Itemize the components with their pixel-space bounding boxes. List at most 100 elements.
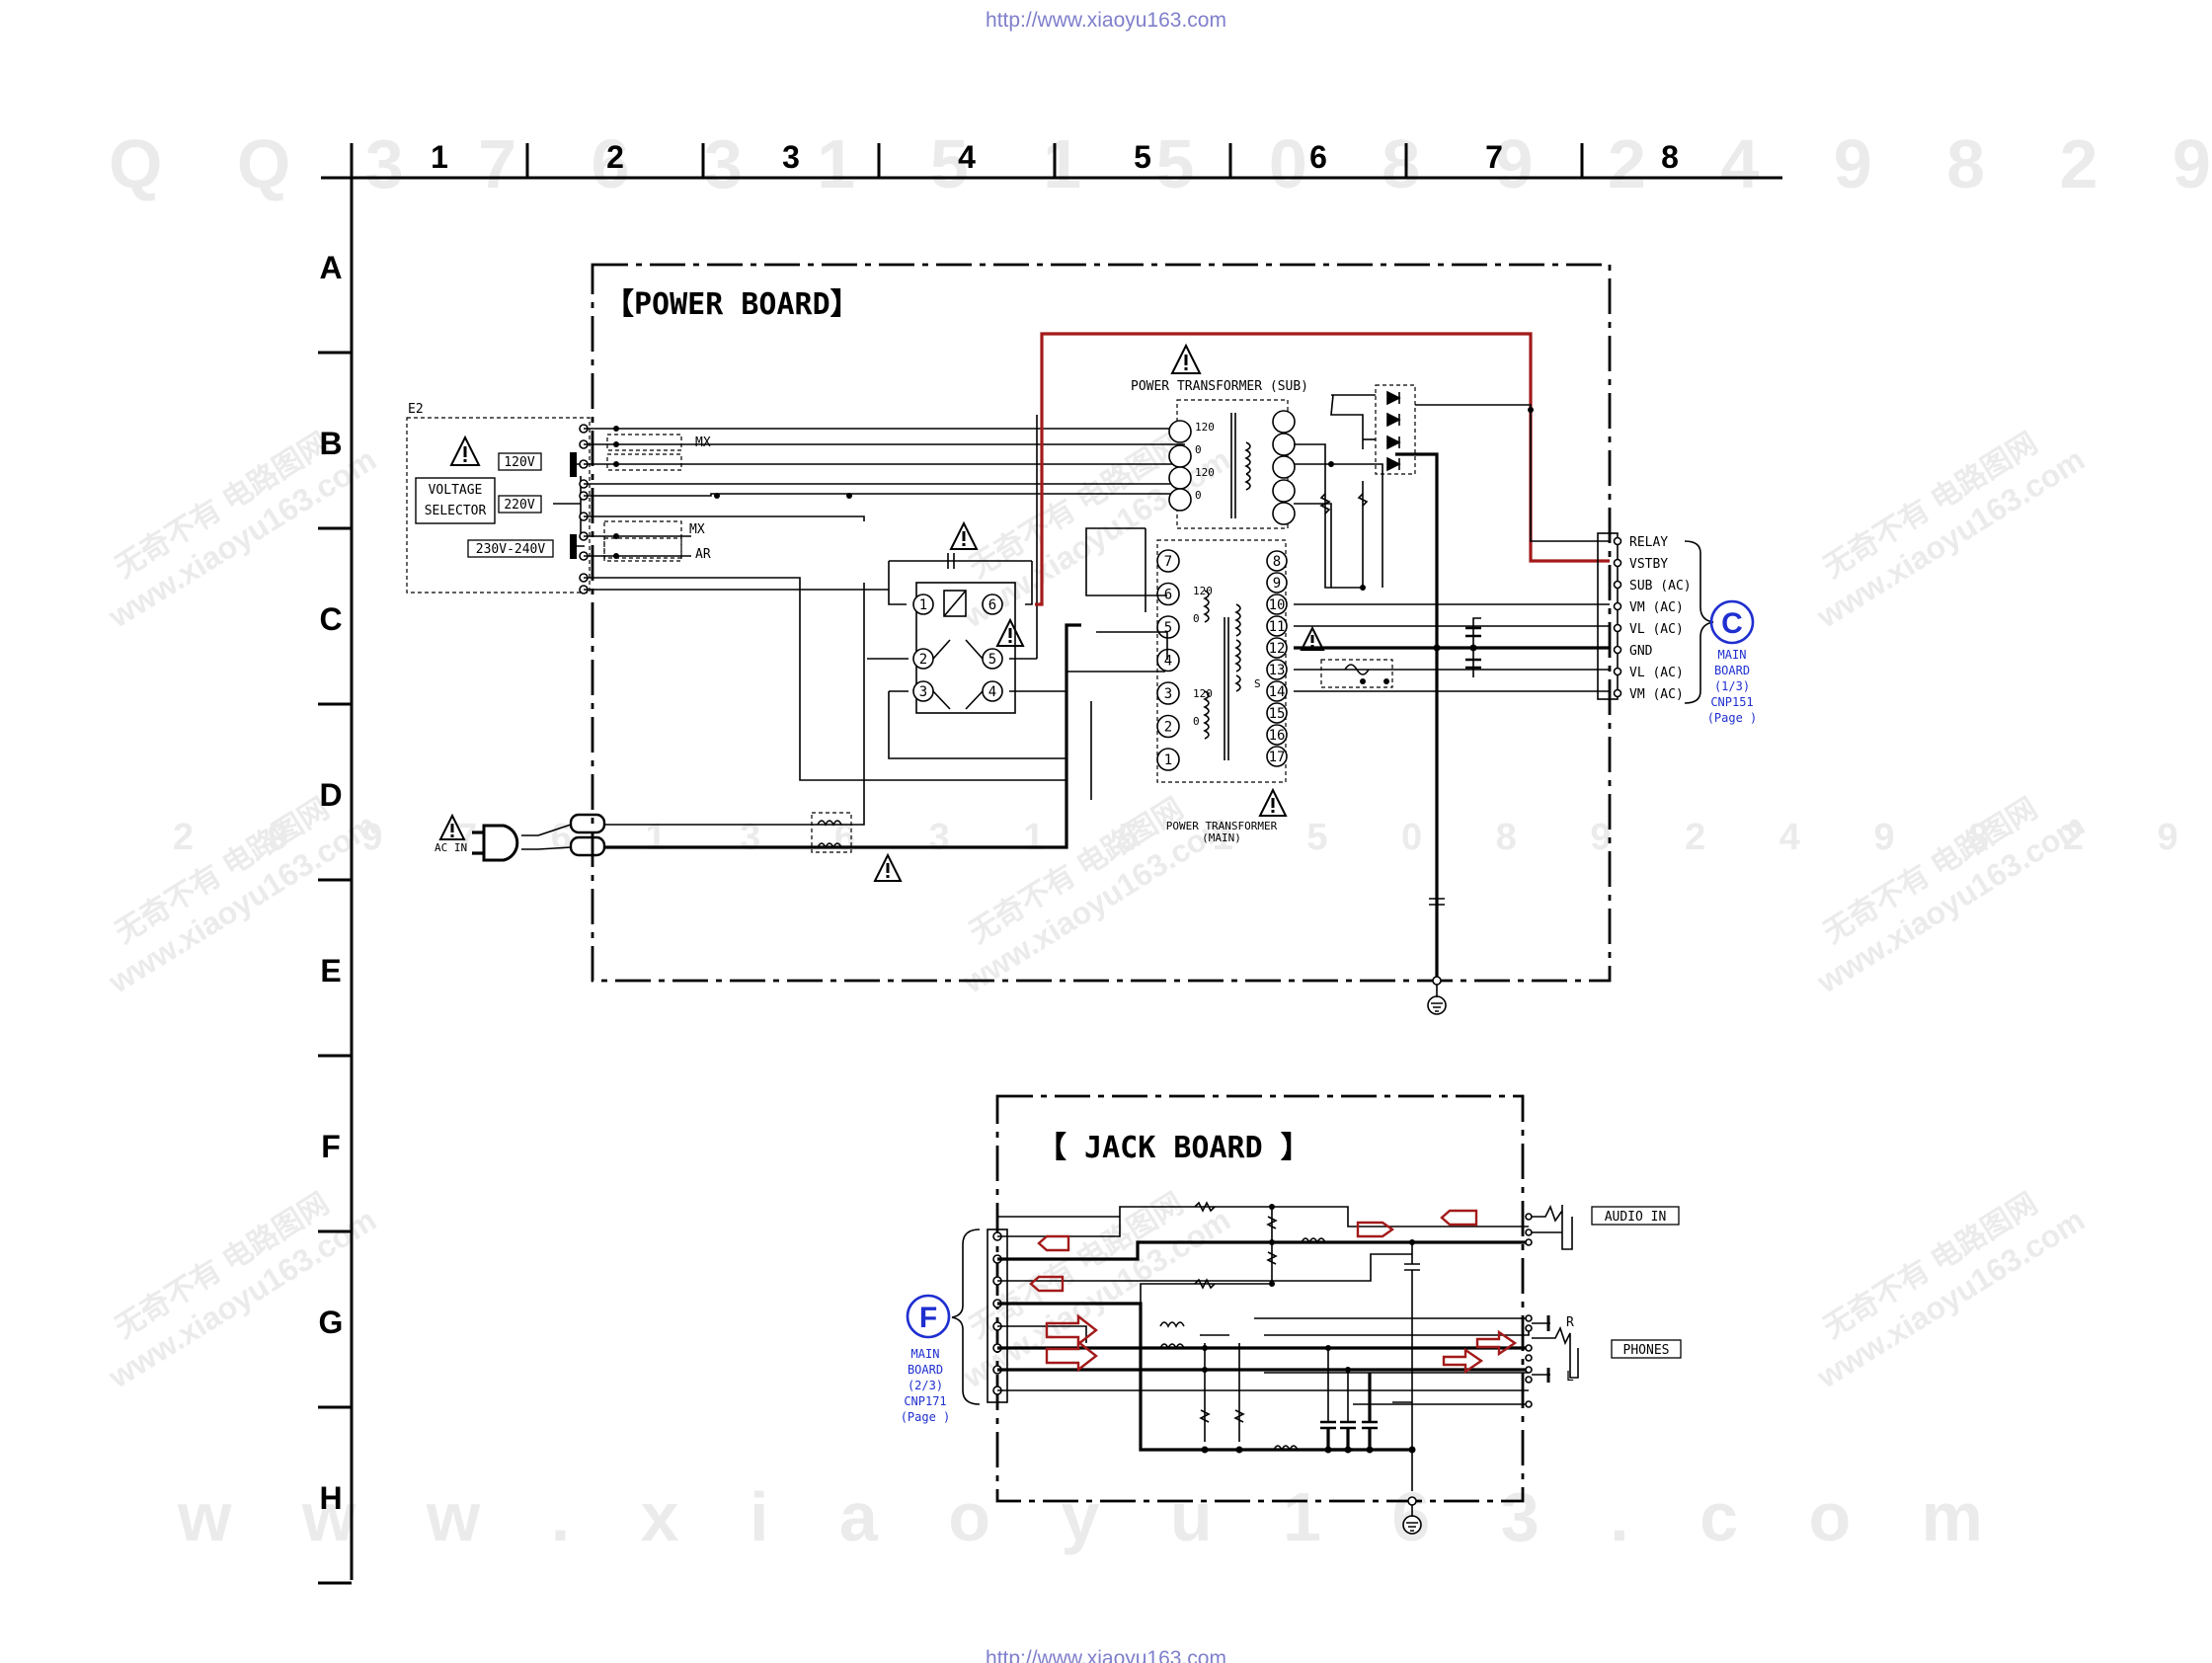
audio-in-label: AUDIO IN: [1605, 1210, 1667, 1225]
diode: [1386, 435, 1401, 450]
link-f-line1: MAIN: [911, 1347, 940, 1361]
link-to-main-board-f[interactable]: F MAIN BOARD (2/3) CNP171 (Page ): [901, 1294, 951, 1424]
phones-section: R L PHONES: [997, 1302, 1682, 1454]
transformer-sub-label: POWER TRANSFORMER (SUB): [1131, 379, 1308, 394]
jack-connector-brace: [951, 1228, 981, 1405]
sub-tap-label: 0: [1195, 443, 1202, 456]
main-primary-pin-number: 1: [1164, 752, 1172, 768]
main-secondary-pin-number: 11: [1269, 619, 1286, 635]
connector-pin: [1613, 536, 1622, 546]
warning-icon: [949, 520, 979, 550]
main-primary-pin-number: 7: [1164, 554, 1172, 570]
main-primary-pin: [1156, 648, 1180, 673]
link-c-line2: BOARD: [1714, 664, 1750, 677]
main-secondary-pin: [1266, 550, 1288, 572]
link-c-line3: (1/3): [1714, 679, 1750, 693]
link-f-line3: (2/3): [908, 1379, 943, 1392]
link-letter-c: C: [1721, 607, 1743, 640]
grid-column-label: 1: [431, 139, 448, 175]
watermark-bottom-url: w w w . x i a o y u 1 6 3 . c o m: [177, 1478, 2009, 1555]
grid-row-ticks: [318, 351, 352, 1585]
connector-pin: [1613, 580, 1622, 590]
link-letter-f: F: [919, 1302, 937, 1334]
main-primary-pin-number: 2: [1164, 720, 1172, 736]
label-mx-upper: MX: [695, 436, 711, 450]
transformer-winding: [1272, 502, 1296, 525]
grid-column-label: 6: [1309, 139, 1327, 175]
main-tap-label: 120: [1193, 585, 1213, 597]
grid-row-label: H: [319, 1480, 342, 1516]
phones-channel-r: R: [1566, 1315, 1574, 1330]
relay-capacitor: [947, 553, 955, 569]
voltage-selector-line2: SELECTOR: [425, 504, 487, 518]
jack-board-outline: [995, 1094, 1525, 1503]
transformer-coil-symbol: [1244, 441, 1251, 491]
link-badge-c[interactable]: [1709, 599, 1755, 645]
sub-tap-label: 120: [1195, 421, 1215, 434]
connector-pin: [1613, 601, 1622, 611]
signal-arrow-out: [1029, 1275, 1065, 1293]
connector-pin-label: SUB (AC): [1629, 579, 1692, 594]
connector-pin-label: RELAY: [1629, 535, 1668, 550]
red-highlight-wire: [1035, 332, 1610, 606]
main-secondary-pin-number: 9: [1273, 576, 1281, 592]
sub-tap-label: 120: [1195, 466, 1215, 479]
signal-arrow-phones: [1442, 1347, 1484, 1375]
label-mx-lower: MX: [689, 522, 705, 537]
main-secondary-pin-number: 14: [1269, 684, 1286, 700]
connector-pin: [1613, 688, 1622, 698]
link-f-line4: CNP171: [904, 1394, 946, 1408]
audio-in-section: AUDIO IN: [997, 1201, 1680, 1491]
e2-label: E2: [408, 402, 424, 417]
grid-column-label: 7: [1485, 139, 1503, 175]
bridge-rectifier: [1319, 384, 1610, 978]
warning-icon: [1258, 787, 1288, 817]
inlet-connector-upper: [569, 813, 606, 834]
main-primary-pin: [1156, 681, 1180, 705]
grid-row-label: D: [319, 777, 342, 813]
link-to-main-board-c[interactable]: C MAIN BOARD (1/3) CNP151 (Page ): [1707, 599, 1758, 725]
rectifier-diodes: [1386, 390, 1401, 472]
main-primary-pin: [1156, 549, 1180, 573]
transformer-winding: [1272, 455, 1296, 479]
main-primary-pin: [1156, 582, 1180, 606]
relay-pin-number: 4: [988, 684, 996, 700]
main-coils: [1203, 590, 1241, 760]
watermark-mid-digits: 2 9 9 7 6 1 3 6 3 1 5 1 5 0 8 9 2 4 9 8 …: [173, 817, 2212, 858]
diode: [1386, 456, 1401, 472]
header-url[interactable]: http://www.xiaoyu163.com: [986, 9, 1226, 32]
main-secondary-pin-number: 13: [1269, 663, 1286, 678]
voltage-selector-box: [415, 477, 496, 524]
transformer-winding: [1168, 444, 1192, 468]
link-c-line4: CNP151: [1710, 695, 1753, 709]
label-230v: 230V-240V: [476, 542, 546, 557]
watermark-top-digits: Q Q 3 7 6 3 1 5 1 5 0 8 9 2 4 9 8 2 9 9: [109, 125, 2212, 202]
footer-url[interactable]: http://www.xiaoyu163.com: [986, 1647, 1226, 1663]
main-primary-pin: [1156, 748, 1180, 771]
main-secondary-pin: [1266, 659, 1288, 680]
ground-icon: [1427, 995, 1447, 1015]
main-secondary-pin: [1266, 702, 1288, 724]
main-secondary-pin: [1266, 637, 1288, 659]
link-badge-f[interactable]: [906, 1294, 951, 1339]
label-120v-box: [498, 452, 542, 471]
transformer-winding: [1168, 466, 1192, 490]
connector-pin-label: VSTBY: [1629, 557, 1668, 572]
main-secondary-coil: [1234, 603, 1241, 692]
relay-contacts: [932, 639, 984, 710]
connector-pin-label: VM (AC): [1629, 600, 1684, 615]
connector-pin-label: VL (AC): [1629, 666, 1684, 680]
signal-arrow-phones: [1045, 1339, 1098, 1373]
transformer-winding: [1168, 488, 1192, 512]
link-f-line5: (Page ): [901, 1410, 951, 1424]
background-watermarks: Q Q 3 7 6 3 1 5 1 5 0 8 9 2 4 9 8 2 9 9 …: [102, 125, 2212, 1555]
main-tap-label: 0: [1193, 715, 1200, 728]
connector-brace: [1684, 540, 1714, 704]
jack-connector: [987, 1228, 1008, 1403]
